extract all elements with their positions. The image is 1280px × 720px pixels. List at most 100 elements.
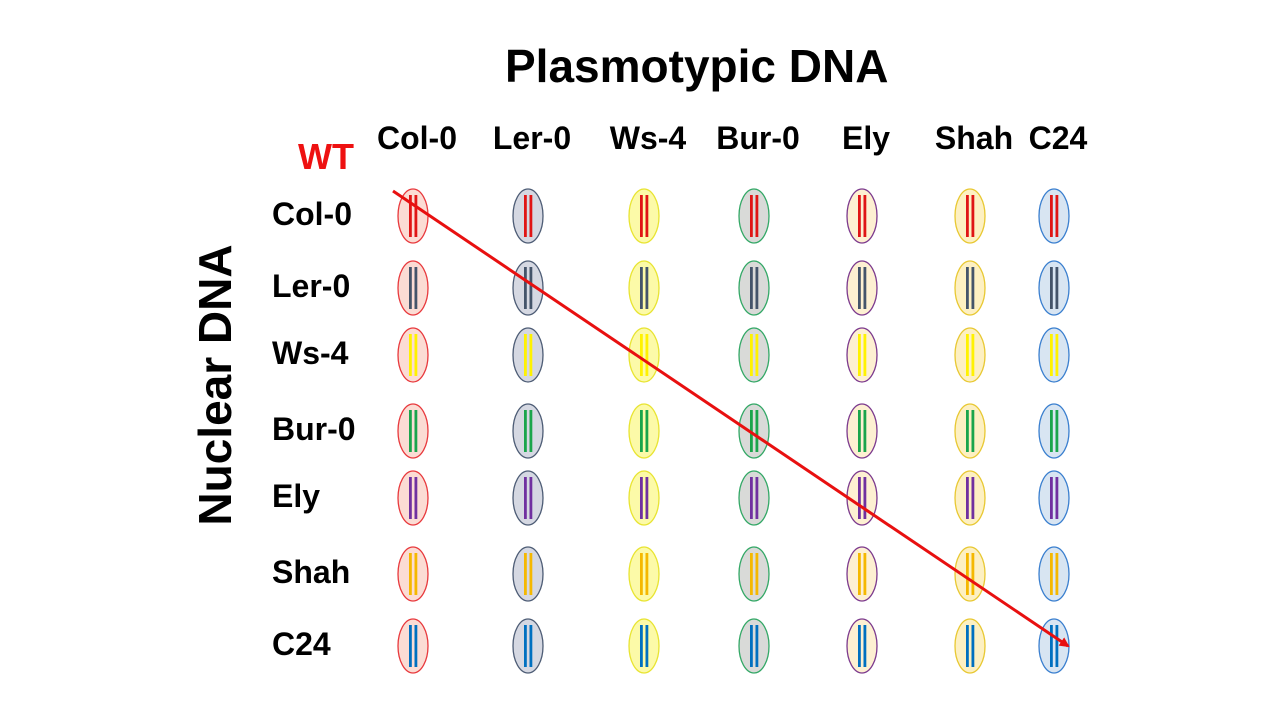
chromosome-bar-1 bbox=[750, 477, 753, 519]
chromosome-bar-2 bbox=[645, 477, 649, 519]
row-label-shah: Shah bbox=[272, 554, 351, 590]
plastid-ellipse bbox=[738, 618, 770, 674]
chromosome-bar-2 bbox=[863, 553, 867, 595]
cell-col-0-ler-0 bbox=[512, 188, 544, 244]
cell-ler-0-ely bbox=[846, 260, 878, 316]
plastid-ellipse bbox=[846, 546, 878, 602]
plastid-ellipse bbox=[846, 470, 878, 526]
chromosome-bar-1 bbox=[1050, 477, 1053, 519]
chromosome-bar-1 bbox=[966, 267, 969, 309]
cell-ely-col-0 bbox=[397, 470, 429, 526]
plastid-ellipse bbox=[1038, 188, 1070, 244]
cell-shah-shah bbox=[954, 546, 986, 602]
row-label-ler-0: Ler-0 bbox=[272, 268, 351, 304]
plastid-ellipse bbox=[512, 618, 544, 674]
chromosome-bar-1 bbox=[524, 553, 527, 595]
cell-ws-4-ws-4 bbox=[628, 327, 660, 383]
chromosome-bar-1 bbox=[640, 334, 643, 376]
plastid-ellipse bbox=[628, 327, 660, 383]
chromosome-bar-1 bbox=[858, 334, 861, 376]
cell-bur-0-ely bbox=[846, 403, 878, 459]
cell-c24-bur-0 bbox=[738, 618, 770, 674]
plastid-ellipse bbox=[512, 470, 544, 526]
chromosome-bar-2 bbox=[414, 477, 418, 519]
cell-shah-bur-0 bbox=[738, 546, 770, 602]
chromosome-bar-1 bbox=[409, 553, 412, 595]
cell-col-0-ely bbox=[846, 188, 878, 244]
chromosome-bar-1 bbox=[640, 410, 643, 452]
plastid-ellipse bbox=[628, 470, 660, 526]
plastid-ellipse bbox=[738, 327, 770, 383]
cell-shah-ler-0 bbox=[512, 546, 544, 602]
wt-label: WT bbox=[298, 136, 354, 177]
plastid-ellipse bbox=[628, 260, 660, 316]
chromosome-bar-2 bbox=[755, 410, 759, 452]
cell-c24-shah bbox=[954, 618, 986, 674]
wild-type-diagonal-arrow bbox=[392, 189, 1070, 648]
plastid-ellipse bbox=[512, 188, 544, 244]
column-header-ler-0: Ler-0 bbox=[492, 120, 572, 156]
plastid-ellipse bbox=[846, 618, 878, 674]
cell-ely-shah bbox=[954, 470, 986, 526]
cell-ws-4-ler-0 bbox=[512, 327, 544, 383]
chromosome-bar-1 bbox=[524, 625, 527, 667]
plastid-ellipse bbox=[954, 327, 986, 383]
chromosome-bar-2 bbox=[971, 334, 975, 376]
chromosome-bar-2 bbox=[529, 195, 533, 237]
chromosome-bar-1 bbox=[750, 553, 753, 595]
chromosome-bar-2 bbox=[1055, 553, 1059, 595]
plastid-ellipse bbox=[846, 327, 878, 383]
cell-c24-ler-0 bbox=[512, 618, 544, 674]
plastid-ellipse bbox=[397, 403, 429, 459]
chromosome-bar-2 bbox=[863, 267, 867, 309]
chromosome-bar-1 bbox=[966, 410, 969, 452]
chromosome-bar-2 bbox=[645, 334, 649, 376]
column-header-bur-0: Bur-0 bbox=[716, 120, 800, 156]
chromosome-bar-1 bbox=[966, 195, 969, 237]
cell-col-0-ws-4 bbox=[628, 188, 660, 244]
plastid-ellipse bbox=[397, 260, 429, 316]
chromosome-bar-1 bbox=[858, 553, 861, 595]
cell-ws-4-col-0 bbox=[397, 327, 429, 383]
plastid-ellipse bbox=[954, 188, 986, 244]
plastid-ellipse bbox=[738, 403, 770, 459]
cell-ws-4-ely bbox=[846, 327, 878, 383]
cell-c24-ws-4 bbox=[628, 618, 660, 674]
chromosome-bar-2 bbox=[971, 625, 975, 667]
plastid-ellipse bbox=[397, 470, 429, 526]
cell-c24-c24 bbox=[1038, 618, 1070, 674]
cell-ely-ws-4 bbox=[628, 470, 660, 526]
plastid-ellipse bbox=[738, 260, 770, 316]
plastid-ellipse bbox=[846, 403, 878, 459]
cell-bur-0-shah bbox=[954, 403, 986, 459]
row-label-ws-4: Ws-4 bbox=[272, 335, 349, 371]
column-header-ws-4: Ws-4 bbox=[609, 120, 687, 156]
chromosome-bar-1 bbox=[409, 334, 412, 376]
plastid-ellipse bbox=[954, 403, 986, 459]
plastid-ellipse bbox=[512, 546, 544, 602]
row-label-c24: C24 bbox=[272, 626, 331, 662]
cell-ely-ely bbox=[846, 470, 878, 526]
cell-ely-ler-0 bbox=[512, 470, 544, 526]
chromosome-bar-2 bbox=[755, 553, 759, 595]
column-header-shah: Shah bbox=[934, 120, 1014, 156]
chromosome-bar-1 bbox=[640, 553, 643, 595]
plastid-ellipse bbox=[628, 188, 660, 244]
chromosome-bar-2 bbox=[645, 195, 649, 237]
chromosome-bar-2 bbox=[645, 553, 649, 595]
cell-shah-col-0 bbox=[397, 546, 429, 602]
chromosome-bar-2 bbox=[863, 625, 867, 667]
plastid-ellipse bbox=[628, 618, 660, 674]
plasmotypic-dna-title: Plasmotypic DNA bbox=[505, 40, 889, 92]
cell-col-0-shah bbox=[954, 188, 986, 244]
chromosome-bar-1 bbox=[1050, 553, 1053, 595]
plastid-ellipse bbox=[397, 327, 429, 383]
chromosome-bar-1 bbox=[1050, 625, 1053, 667]
chromosome-bar-1 bbox=[858, 477, 861, 519]
plastid-ellipse bbox=[397, 618, 429, 674]
plastid-ellipse bbox=[954, 618, 986, 674]
chromosome-bar-2 bbox=[1055, 267, 1059, 309]
chromosome-bar-1 bbox=[966, 477, 969, 519]
chromosome-bar-2 bbox=[755, 195, 759, 237]
